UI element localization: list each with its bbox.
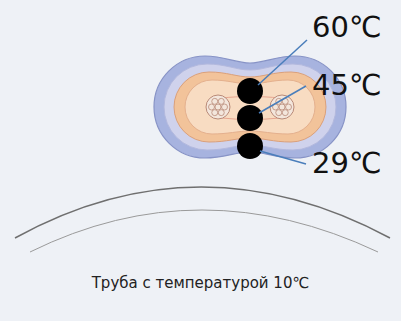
pipe-inner-outline: [30, 210, 378, 252]
leader-line: [258, 40, 307, 85]
conductor: [270, 95, 294, 119]
conductor-strand: [222, 104, 228, 110]
conductor-strand: [218, 110, 224, 116]
conductor-strand: [212, 110, 218, 116]
conductor-strand: [276, 110, 282, 116]
conductor-strand: [286, 104, 292, 110]
leader-lines: [258, 40, 307, 164]
temperature-label: 45℃: [312, 68, 381, 102]
temperature-label: 29℃: [312, 146, 381, 180]
caption: Труба с температурой 10℃: [0, 273, 401, 293]
conductor: [206, 95, 230, 119]
measure-points: [237, 78, 263, 159]
cable-insulation: [174, 72, 326, 142]
conductor-strand: [209, 104, 215, 110]
measure-dot: [237, 78, 263, 104]
measure-dot: [237, 133, 263, 159]
conductor-strand: [218, 98, 224, 104]
leader-line: [259, 86, 306, 113]
conductor-strand: [212, 98, 218, 104]
conductor-strand: [215, 104, 221, 110]
conductor-strand: [279, 104, 285, 110]
leader-line: [260, 151, 306, 164]
measure-dot: [237, 105, 263, 131]
conductor-strand: [282, 110, 288, 116]
temperature-label: 60℃: [312, 10, 381, 44]
pipe-outline: [15, 187, 390, 238]
